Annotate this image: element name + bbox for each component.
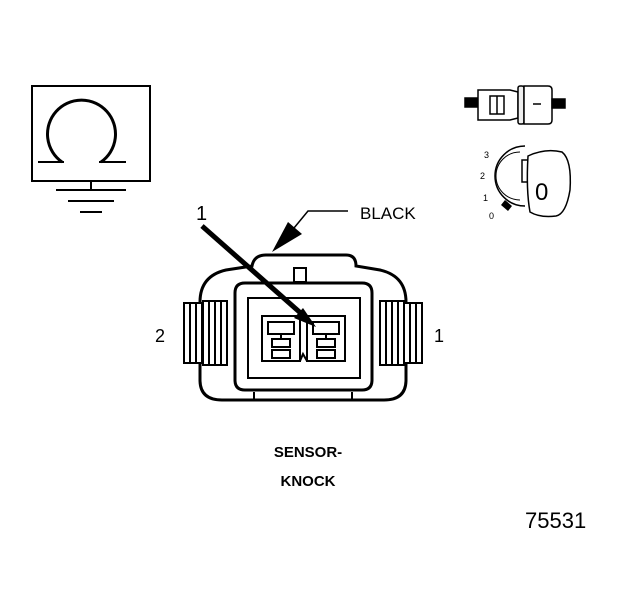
ground-symbol-icon: [56, 181, 126, 213]
color-label-black: BLACK: [360, 204, 416, 223]
connector-side-icon: [464, 85, 566, 125]
figure-number: 75531: [525, 508, 586, 533]
callout-number-1: 1: [196, 203, 207, 225]
scale-label-0: 0: [489, 211, 494, 221]
color-callout-leader: [272, 210, 348, 252]
scale-label-2: 2: [480, 171, 485, 181]
ohm-symbol-icon: [31, 85, 151, 182]
caption-line-2: KNOCK: [281, 473, 336, 490]
lock-key-icon: 0 3 2 1 0: [480, 145, 572, 221]
right-latch: [379, 300, 423, 366]
scale-label-3: 3: [484, 150, 489, 160]
caption-line-1: SENSOR-: [274, 444, 342, 461]
connector-face: [183, 253, 423, 402]
pin-label-left: 2: [155, 326, 165, 346]
pin-label-right: 1: [434, 326, 444, 346]
left-latch: [183, 300, 228, 366]
scale-label-1: 1: [483, 193, 488, 203]
callout-arrow-1: [200, 224, 316, 327]
lock-key-mark: 0: [535, 179, 548, 206]
terminal-2: [261, 315, 301, 362]
